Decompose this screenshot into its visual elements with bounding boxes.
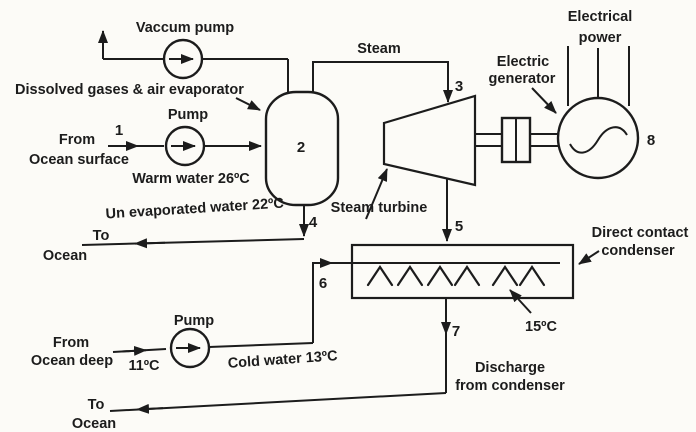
cold-inlet-arrow (121, 345, 147, 356)
steam-turbine: Steam turbine (331, 94, 477, 220)
electrical-power-label-line2: power (579, 30, 622, 46)
unevaporated-return: 4 Un evaporated water 22ºC To Ocean (43, 196, 318, 264)
cold-water-label: Cold water 13ºC (227, 348, 338, 372)
state-7: 7 (452, 323, 460, 340)
evaporator-pointer-arrow (235, 97, 261, 111)
generator-pointer-arrow (531, 87, 557, 114)
state-3: 3 (455, 78, 463, 95)
electrical-power-label-line1: Electrical (568, 9, 633, 25)
sine-wave-icon (569, 126, 628, 154)
discharge-label-line1: Discharge (475, 360, 545, 376)
deep-temp-label: 11ºC (128, 358, 160, 374)
electric-generator-label-line1: Electric (497, 54, 549, 70)
warm-water-label: Warm water 26ºC (132, 171, 250, 187)
turbine-shape (382, 94, 477, 187)
spray-nozzle-icon (366, 265, 394, 287)
warm-pump-label: Pump (168, 107, 208, 123)
generator-train: 8 Electric generator Electrical power (475, 9, 655, 180)
spray-nozzle-icon (396, 265, 424, 287)
steam-line: Steam 3 (312, 41, 463, 103)
to-ocean-top-line1: To (93, 228, 110, 244)
condenser-temp-label: 15ºC (525, 319, 557, 335)
from-ocean-deep-line1: From (53, 335, 89, 351)
temp-pointer-arrow (509, 289, 532, 314)
condenser-name-line2: condenser (601, 243, 675, 259)
state-1: 1 (115, 122, 123, 139)
from-ocean-surface-line1: From (59, 132, 95, 148)
spray-nozzle-icon (518, 265, 546, 287)
spray-nozzle-icon (453, 265, 481, 287)
electric-generator-label-line2: generator (489, 71, 556, 87)
vacuum-circuit: Vaccum pump Dissolved gases & air evapor… (15, 20, 289, 111)
state-5: 5 (455, 218, 463, 235)
condenser-name-line1: Direct contact (592, 225, 689, 241)
state-6: 6 (319, 275, 327, 292)
condenser-shape (350, 243, 575, 300)
evaporator-vessel: 2 (264, 90, 340, 207)
spray-nozzle-icon (426, 265, 454, 287)
evaporator-shape (264, 90, 340, 207)
steam-pipe (312, 61, 453, 103)
turbine-pointer-arrow (365, 168, 388, 220)
generator-shape (556, 96, 640, 180)
cold-water-circuit: From Ocean deep 11ºC Pump Cold water 13º… (31, 262, 339, 374)
unevaporated-water-label: Un evaporated water 22ºC (105, 196, 285, 223)
state-4: 4 (309, 214, 318, 231)
to-ocean-top-line2: Ocean (43, 248, 87, 264)
discharge-label-line2: from condenser (455, 378, 565, 394)
warm-water-circuit: From Ocean surface 1 Pump Warm water 26º… (29, 107, 262, 187)
condenser-pointer-arrow (578, 250, 600, 265)
discharge-to-ocean-line (109, 392, 447, 412)
steam-label: Steam (357, 41, 401, 57)
state-8: 8 (647, 132, 655, 149)
unevaporated-line (81, 238, 305, 246)
unevaporated-arrow (134, 238, 166, 249)
state-2: 2 (297, 139, 305, 156)
spray-nozzle-icon (491, 265, 519, 287)
from-ocean-deep-line2: Ocean deep (31, 353, 113, 369)
steam-turbine-label: Steam turbine (331, 200, 428, 216)
cold-pump-label: Pump (174, 313, 214, 329)
from-ocean-surface-line2: Ocean surface (29, 152, 129, 168)
to-ocean-bottom-line1: To (88, 397, 105, 413)
vacuum-pump-label: Vaccum pump (136, 20, 234, 36)
turbine-exhaust: 5 (442, 179, 463, 242)
condenser-discharge: 7 Discharge from condenser To Ocean (72, 298, 565, 432)
cold-discharge-line (208, 342, 314, 348)
direct-contact-condenser: 6 Direct contact condenser 15ºC (313, 225, 689, 335)
dissolved-gases-label: Dissolved gases & air evaporator (15, 82, 244, 98)
to-ocean-bottom-line2: Ocean (72, 416, 116, 432)
discharge-to-ocean-arrow (136, 403, 164, 414)
